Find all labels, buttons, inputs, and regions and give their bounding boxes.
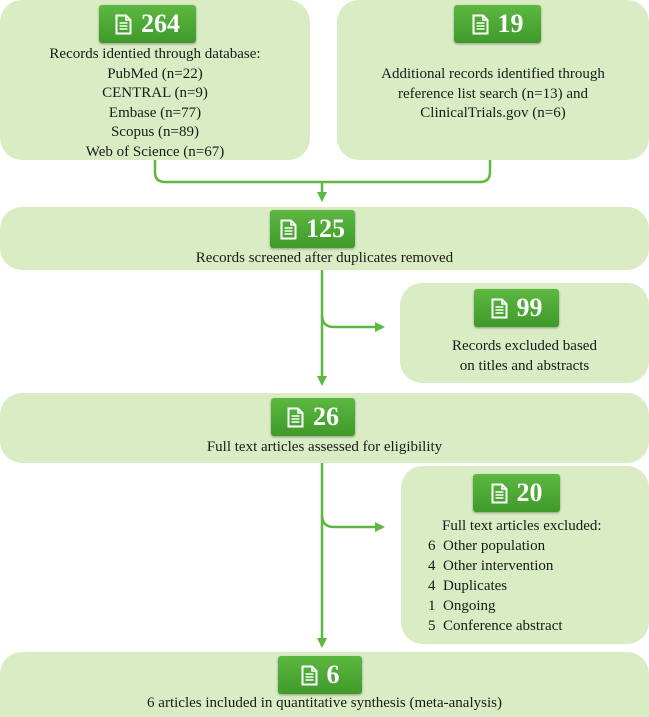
excluded-titles-text: Records excluded based on titles and abs… [400, 337, 649, 376]
fulltext-count-badge: 26 [271, 398, 355, 436]
exclusion-label: Ongoing [443, 598, 496, 614]
arrow-to-excluded-titles [320, 314, 385, 332]
excluded-titles-count: 99 [516, 293, 543, 322]
additional-count-badge: 19 [454, 5, 541, 43]
database-source: Web of Science (n=67) [85, 143, 225, 160]
additional-text: Additional records identified through re… [337, 65, 649, 124]
database-source: Scopus (n=89) [110, 124, 200, 140]
exclusion-count: 1 [428, 598, 436, 614]
included-label: 6 articles included in quantitative synt… [147, 695, 502, 711]
exclusion-label: Other population [443, 538, 546, 554]
excluded-fulltext-count: 20 [516, 478, 543, 507]
document-icon [301, 665, 317, 685]
excluded-fulltext-heading: Full text articles excluded: [442, 518, 602, 534]
additional-line: Additional records identified through [381, 66, 605, 82]
included-count-badge: 6 [278, 656, 362, 694]
exclusion-reason: 4 Duplicates [428, 576, 602, 596]
additional-line: ClinicalTrials.gov (n=6) [420, 105, 566, 121]
exclusion-count: 6 [428, 538, 436, 554]
exclusion-label: Duplicates [443, 578, 508, 594]
document-icon [280, 219, 297, 239]
exclusion-reason: 5 Conference abstract [428, 616, 602, 636]
excluded-fulltext-list: Full text articles excluded: 6 Other pop… [428, 516, 602, 636]
additional-count: 19 [497, 9, 524, 38]
exclusion-count: 4 [428, 558, 436, 574]
fulltext-label: Full text articles assessed for eligibil… [206, 439, 443, 455]
database-heading: Records identied through database: [49, 46, 261, 62]
screened-count: 125 [306, 214, 345, 243]
exclusion-reason: 1 Ongoing [428, 596, 602, 616]
document-icon [287, 407, 304, 427]
database-source: CENTRAL (n=9) [102, 85, 208, 101]
document-icon [491, 483, 507, 503]
merge-connector [153, 160, 492, 184]
fulltext-count: 26 [313, 402, 339, 431]
excluded-titles-line: Records excluded based [452, 338, 597, 354]
document-icon [472, 14, 488, 34]
excluded-fulltext-count-badge: 20 [473, 474, 560, 512]
exclusion-count: 4 [428, 578, 436, 594]
database-source: Embase (n=77) [108, 104, 202, 121]
screened-count-badge: 125 [270, 210, 355, 248]
exclusion-reason: 6 Other population [428, 536, 602, 556]
database-count: 264 [141, 9, 180, 38]
screened-label: Records screened after duplicates remove… [195, 250, 454, 266]
excluded-titles-line: on titles and abstracts [459, 357, 590, 374]
database-text: Records identied through database: PubMe… [0, 45, 310, 162]
additional-line: reference list search (n=13) and [397, 85, 589, 102]
excluded-titles-count-badge: 99 [474, 289, 559, 327]
exclusion-label: Conference abstract [443, 618, 563, 634]
database-count-badge: 264 [99, 5, 196, 43]
arrow-to-excluded-fulltext [320, 514, 385, 532]
document-icon [115, 14, 132, 34]
included-count: 6 [326, 660, 340, 689]
document-icon [491, 298, 507, 318]
exclusion-label: Other intervention [443, 558, 554, 574]
exclusion-reason: 4 Other intervention [428, 556, 602, 576]
exclusion-count: 5 [428, 618, 436, 634]
database-source: PubMed (n=22) [107, 65, 203, 82]
